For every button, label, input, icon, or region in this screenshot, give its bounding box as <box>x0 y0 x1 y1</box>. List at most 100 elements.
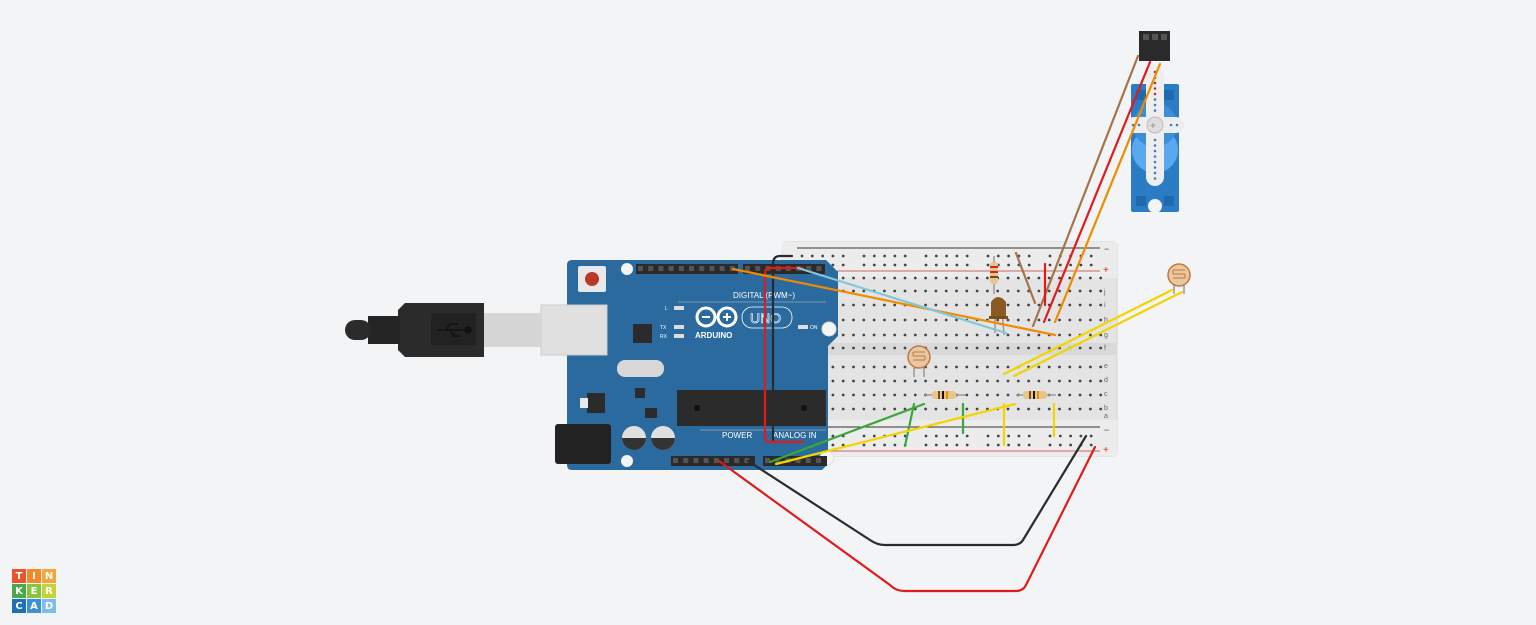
breadboard-hole[interactable] <box>841 318 845 322</box>
breadboard-hole[interactable] <box>1037 303 1041 307</box>
breadboard-hole[interactable] <box>1006 365 1010 369</box>
breadboard-hole[interactable] <box>955 276 958 280</box>
breadboard-hole[interactable] <box>1058 289 1061 293</box>
breadboard-hole[interactable] <box>841 393 845 397</box>
breadboard-hole[interactable] <box>1099 303 1103 307</box>
breadboard-hole[interactable] <box>1027 263 1031 267</box>
photoresistor-1[interactable] <box>907 345 931 377</box>
breadboard-hole[interactable] <box>934 434 938 438</box>
breadboard-hole[interactable] <box>965 407 969 411</box>
breadboard-hole[interactable] <box>913 393 917 397</box>
breadboard-hole[interactable] <box>944 333 948 337</box>
breadboard-hole[interactable] <box>1078 318 1082 322</box>
breadboard-hole[interactable] <box>893 443 897 447</box>
breadboard-hole[interactable] <box>852 318 855 322</box>
breadboard-hole[interactable] <box>831 393 835 397</box>
breadboard-hole[interactable] <box>1006 276 1010 280</box>
breadboard-hole[interactable] <box>1047 407 1051 411</box>
breadboard-hole[interactable] <box>841 365 845 369</box>
breadboard-hole[interactable] <box>934 254 938 258</box>
breadboard-hole[interactable] <box>883 407 886 411</box>
breadboard-hole[interactable] <box>872 346 876 350</box>
breadboard-hole[interactable] <box>893 276 897 280</box>
breadboard-hole[interactable] <box>1089 434 1093 438</box>
breadboard-hole[interactable] <box>893 407 897 411</box>
breadboard-hole[interactable] <box>996 379 1000 383</box>
breadboard-hole[interactable] <box>883 379 886 383</box>
breadboard-hole[interactable] <box>955 365 958 369</box>
wires[interactable] <box>717 54 1184 593</box>
breadboard-hole[interactable] <box>965 443 969 447</box>
breadboard-hole[interactable] <box>1047 365 1051 369</box>
breadboard-hole[interactable] <box>955 434 959 438</box>
breadboard-hole[interactable] <box>1068 333 1072 337</box>
breadboard-hole[interactable] <box>1027 333 1030 337</box>
breadboard-hole[interactable] <box>913 276 917 280</box>
breadboard-hole[interactable] <box>831 365 835 369</box>
breadboard-hole[interactable] <box>1027 407 1030 411</box>
breadboard-hole[interactable] <box>1048 434 1052 438</box>
breadboard-hole[interactable] <box>986 443 990 447</box>
breadboard-hole[interactable] <box>1078 365 1082 369</box>
breadboard-hole[interactable] <box>862 276 866 280</box>
breadboard-hole[interactable] <box>831 254 835 258</box>
breadboard-hole[interactable] <box>872 443 876 447</box>
breadboard-hole[interactable] <box>1089 393 1092 397</box>
breadboard-hole[interactable] <box>1069 434 1072 438</box>
breadboard-hole[interactable] <box>924 379 927 383</box>
breadboard-hole[interactable] <box>1078 379 1082 383</box>
breadboard-hole[interactable] <box>1058 303 1061 307</box>
breadboard-hole[interactable] <box>862 434 866 438</box>
breadboard-hole[interactable] <box>1048 254 1052 258</box>
breadboard-hole[interactable] <box>965 289 969 293</box>
breadboard-hole[interactable] <box>1007 254 1010 258</box>
breadboard-hole[interactable] <box>975 365 979 369</box>
breadboard-hole[interactable] <box>852 407 855 411</box>
breadboard-hole[interactable] <box>1068 393 1072 397</box>
breadboard-hole[interactable] <box>944 289 948 293</box>
breadboard-hole[interactable] <box>955 263 959 267</box>
breadboard-hole[interactable] <box>913 333 917 337</box>
breadboard-hole[interactable] <box>965 393 969 397</box>
breadboard-hole[interactable] <box>996 254 1000 258</box>
breadboard-hole[interactable] <box>965 303 969 307</box>
breadboard-hole[interactable] <box>1047 289 1051 293</box>
breadboard-hole[interactable] <box>1058 434 1062 438</box>
breadboard-hole[interactable] <box>1047 318 1051 322</box>
breadboard-hole[interactable] <box>944 318 948 322</box>
breadboard-hole[interactable] <box>1089 318 1092 322</box>
reset-button[interactable] <box>578 266 606 292</box>
breadboard-hole[interactable] <box>1048 263 1052 267</box>
breadboard-hole[interactable] <box>975 276 979 280</box>
breadboard-hole[interactable] <box>1078 303 1082 307</box>
breadboard-hole[interactable] <box>1006 289 1010 293</box>
breadboard-hole[interactable] <box>975 393 979 397</box>
breadboard-hole[interactable] <box>883 365 886 369</box>
breadboard-hole[interactable] <box>1079 434 1083 438</box>
breadboard-hole[interactable] <box>1047 346 1051 350</box>
breadboard-hole[interactable] <box>1099 407 1103 411</box>
breadboard-hole[interactable] <box>831 443 835 447</box>
breadboard-hole[interactable] <box>872 365 876 369</box>
breadboard-hole[interactable] <box>872 276 876 280</box>
breadboard-hole[interactable] <box>872 318 876 322</box>
breadboard-hole[interactable] <box>965 434 969 438</box>
breadboard-hole[interactable] <box>934 407 938 411</box>
breadboard-hole[interactable] <box>955 333 958 337</box>
breadboard-hole[interactable] <box>1037 379 1041 383</box>
breadboard-hole[interactable] <box>945 263 948 267</box>
usb-cable[interactable] <box>345 303 542 357</box>
breadboard-hole[interactable] <box>1089 254 1093 258</box>
breadboard-hole[interactable] <box>1078 289 1082 293</box>
breadboard-hole[interactable] <box>1058 379 1061 383</box>
breadboard-hole[interactable] <box>1058 333 1061 337</box>
breadboard-hole[interactable] <box>944 346 948 350</box>
breadboard-hole[interactable] <box>1047 276 1051 280</box>
breadboard-hole[interactable] <box>841 263 845 267</box>
breadboard-hole[interactable] <box>996 365 1000 369</box>
breadboard-hole[interactable] <box>944 365 948 369</box>
breadboard-hole[interactable] <box>1048 443 1052 447</box>
breadboard-hole[interactable] <box>934 276 938 280</box>
breadboard-hole[interactable] <box>986 254 990 258</box>
breadboard-hole[interactable] <box>883 443 886 447</box>
